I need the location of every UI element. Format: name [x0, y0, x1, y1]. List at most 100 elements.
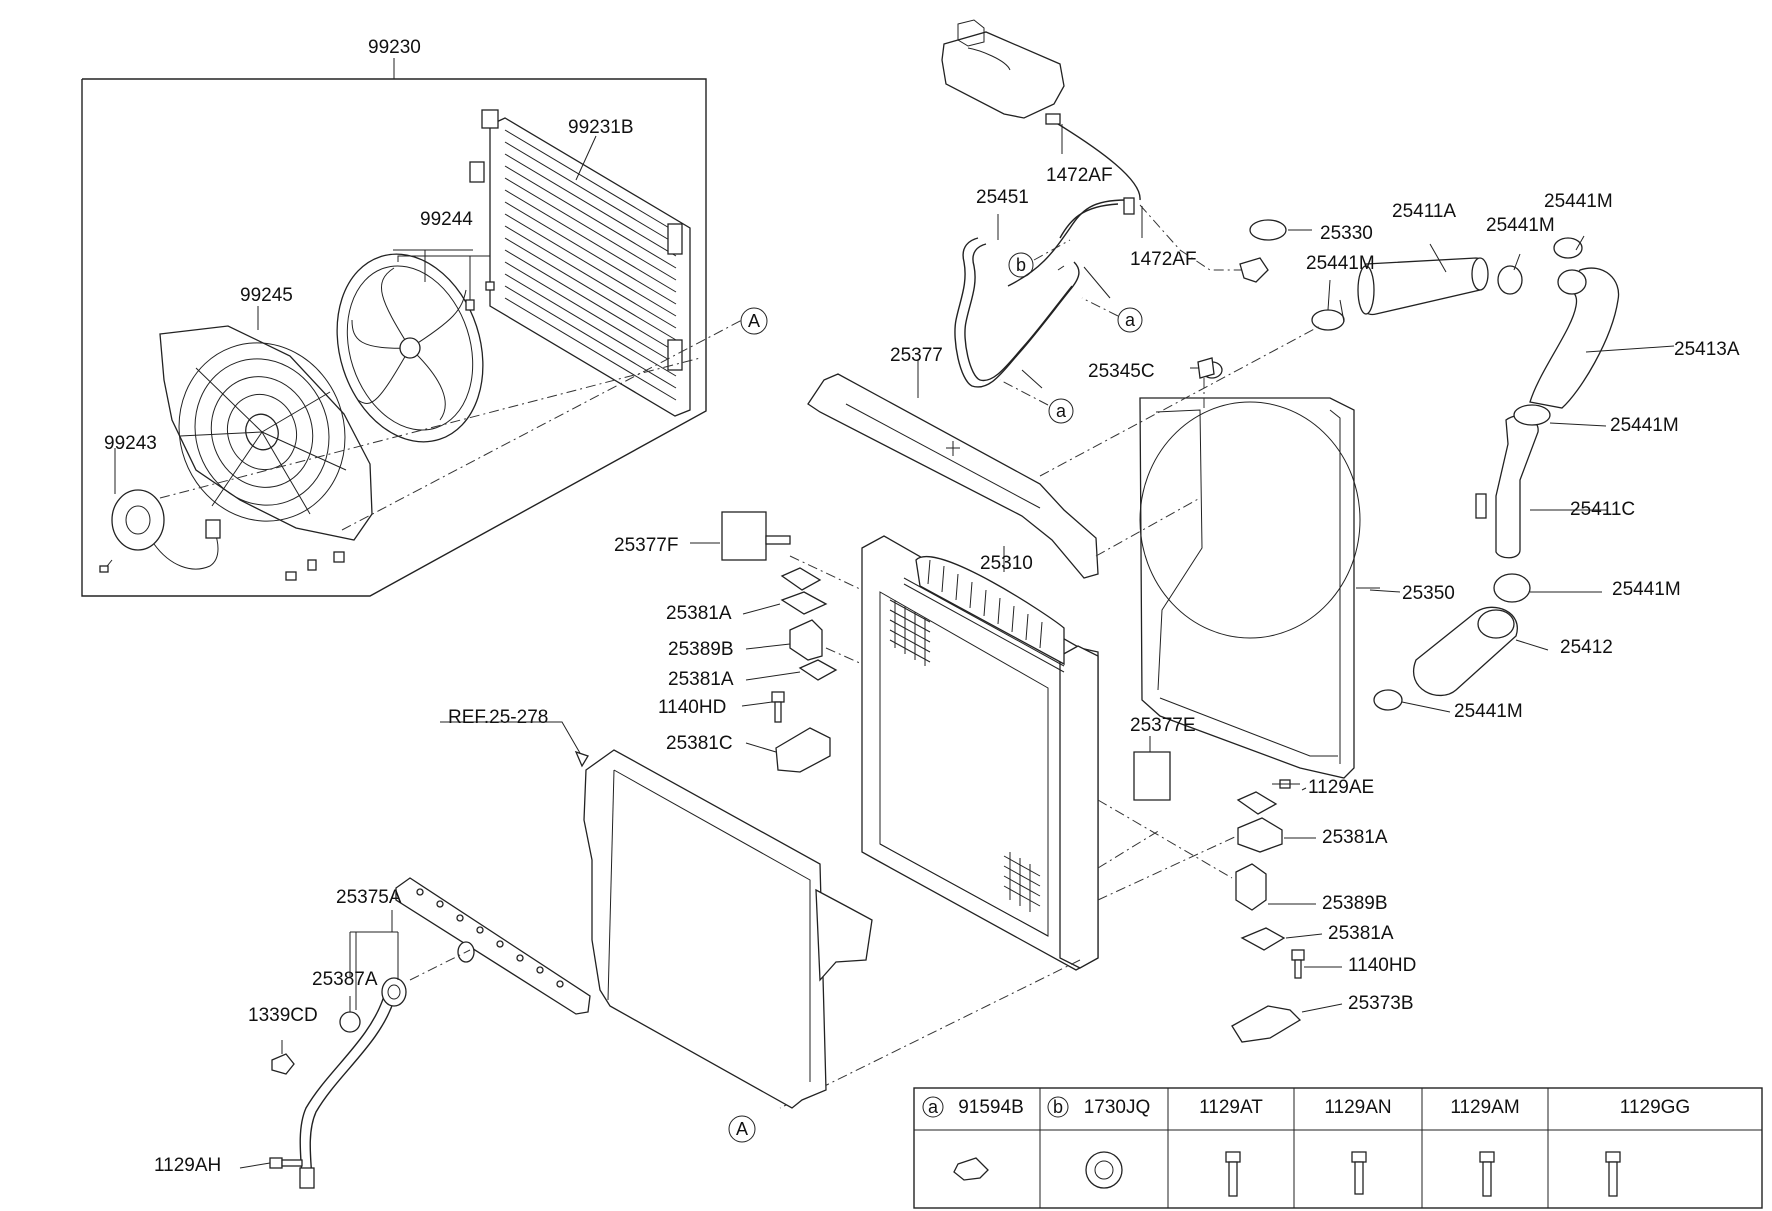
- radiator-ref-25-278: [583, 749, 873, 1109]
- marker-b: [1008, 252, 1034, 278]
- callout-25377F: 25377F: [614, 535, 679, 556]
- callout-25310: 25310: [980, 553, 1033, 574]
- callout-25411A: 25411A: [1392, 201, 1457, 222]
- clip-91594B-icon: [953, 1157, 989, 1181]
- bracket-25375A: [395, 877, 591, 1015]
- callout-25377E: 25377E: [1130, 715, 1196, 736]
- callout-1140HD-right: 1140HD: [1348, 955, 1417, 976]
- callout-25389B-right: 25389B: [1322, 893, 1388, 914]
- marker-a-upper: [1117, 307, 1143, 333]
- leader-lines-right: [1190, 235, 1675, 713]
- callout-25330: 25330: [1320, 223, 1373, 244]
- reservoir-tank: [941, 19, 1287, 388]
- callout-25381A-left-upper: 25381A: [666, 603, 732, 624]
- condenser-fan-assembly: [81, 58, 743, 597]
- radiator-mesh-lower: [1003, 852, 1041, 912]
- callout-25350: 25350: [1402, 583, 1455, 604]
- marker-A-upper: [740, 307, 768, 335]
- callout-25441M-4: 25441M: [1610, 415, 1679, 436]
- radiator-mesh-upper: [889, 599, 931, 666]
- callout-25441M-1: 25441M: [1486, 215, 1555, 236]
- callout-25381A-left-lower: 25381A: [668, 669, 734, 690]
- fan-motor-99243: [99, 489, 345, 581]
- callout-25411C: 25411C: [1570, 499, 1636, 520]
- bushing-25387A: [339, 1011, 361, 1033]
- bolt-1129GG-icon: [1605, 1151, 1621, 1197]
- legend-marker-a: a: [927, 1097, 938, 1117]
- callout-25441M-3: 25441M: [1306, 253, 1375, 274]
- leader-lines-lower-left: [239, 910, 399, 1169]
- callout-25451: 25451: [976, 187, 1029, 208]
- legend-part-1129AM: 1129AM: [1450, 1097, 1520, 1118]
- grommet-1730JQ-icon: [1085, 1151, 1123, 1189]
- callout-25373B: 25373B: [1348, 993, 1414, 1014]
- marker-a-upper-label: a: [1124, 310, 1135, 330]
- fan-99244: [336, 253, 484, 443]
- callout-25389B-left: 25389B: [668, 639, 734, 660]
- pad-25377F: [721, 511, 791, 561]
- radiator-core-25310: [861, 535, 1099, 971]
- hose-25411C: [1475, 415, 1539, 559]
- callout-ref-25-278: REF.25-278: [448, 707, 549, 728]
- callout-25387A: 25387A: [312, 969, 378, 990]
- marker-b-label: b: [1015, 255, 1026, 275]
- marker-a-lower-label: a: [1055, 401, 1066, 421]
- legend-part-glyphs: [953, 1151, 1621, 1197]
- callout-25381C: 25381C: [666, 733, 733, 754]
- callout-1140HD-left: 1140HD: [658, 697, 727, 718]
- hose-25413A: [1529, 267, 1620, 409]
- legend-table-lines: [913, 1087, 1763, 1209]
- callout-99244: 99244: [420, 209, 473, 230]
- callout-1129AH: 1129AH: [154, 1155, 222, 1176]
- legend-marker-b: b: [1052, 1097, 1063, 1117]
- callout-25381A-right-upper: 25381A: [1322, 827, 1388, 848]
- bolt-1129AH: [269, 1157, 303, 1169]
- callout-25381A-right-lower: 25381A: [1328, 923, 1394, 944]
- clip-25345C: [1197, 357, 1215, 379]
- callout-99230: 99230: [368, 37, 421, 58]
- strut-rod: [299, 977, 407, 1189]
- callout-99243: 99243: [104, 433, 157, 454]
- marker-a-lower: [1048, 398, 1074, 424]
- upper-hose-25411A: [1357, 257, 1489, 316]
- callout-99245: 99245: [240, 285, 293, 306]
- legend-part-1129AT: 1129AT: [1199, 1097, 1263, 1118]
- marker-A-lower: [728, 1115, 756, 1143]
- callout-25375A: 25375A: [336, 887, 402, 908]
- callout-1129AE: 1129AE: [1308, 777, 1375, 798]
- callout-25412: 25412: [1560, 637, 1613, 658]
- callout-25441M-2: 25441M: [1544, 191, 1613, 212]
- upper-bracket-25377: [807, 373, 1099, 579]
- leader-lines-left-stack: [741, 603, 801, 753]
- leader-lines-top: [997, 124, 1312, 389]
- callout-25441M-6: 25441M: [1454, 701, 1523, 722]
- callout-99231B: 99231B: [568, 117, 634, 138]
- leader-lines-upper-left: [114, 249, 473, 494]
- callout-1339CD: 1339CD: [248, 1005, 318, 1026]
- mount-stack-right: [1231, 779, 1305, 1043]
- callout-25413A: 25413A: [1674, 339, 1740, 360]
- radiator-shroud-25350: [1139, 397, 1361, 779]
- marker-A-upper-label: A: [747, 311, 760, 331]
- callout-1472AF-lower: 1472AF: [1130, 249, 1197, 270]
- bolt-1129AM-icon: [1479, 1151, 1495, 1197]
- nut-1339CD: [271, 1053, 295, 1075]
- legend-part-1730JQ: 1730JQ: [1083, 1097, 1151, 1118]
- callout-1472AF-upper: 1472AF: [1046, 165, 1113, 186]
- legend-part-91594B: 91594B: [958, 1097, 1024, 1118]
- bolt-1129AT-icon: [1225, 1151, 1241, 1197]
- legend-part-1129GG: 1129GG: [1619, 1097, 1691, 1118]
- callout-25377: 25377: [890, 345, 943, 366]
- callout-25441M-5: 25441M: [1612, 579, 1681, 600]
- hose-25412: [1413, 606, 1518, 697]
- fan-shroud-99245: [159, 325, 373, 541]
- condenser-99231B: [469, 109, 691, 417]
- pad-25377E: [1133, 751, 1171, 801]
- legend-part-1129AN: 1129AN: [1324, 1097, 1392, 1118]
- bolt-1129AN-icon: [1351, 1151, 1367, 1195]
- mount-stack-left: [771, 567, 863, 773]
- callout-25345C: 25345C: [1088, 361, 1155, 382]
- marker-A-lower-label: A: [735, 1119, 748, 1139]
- leader-lines-right-stack: [1268, 787, 1343, 1013]
